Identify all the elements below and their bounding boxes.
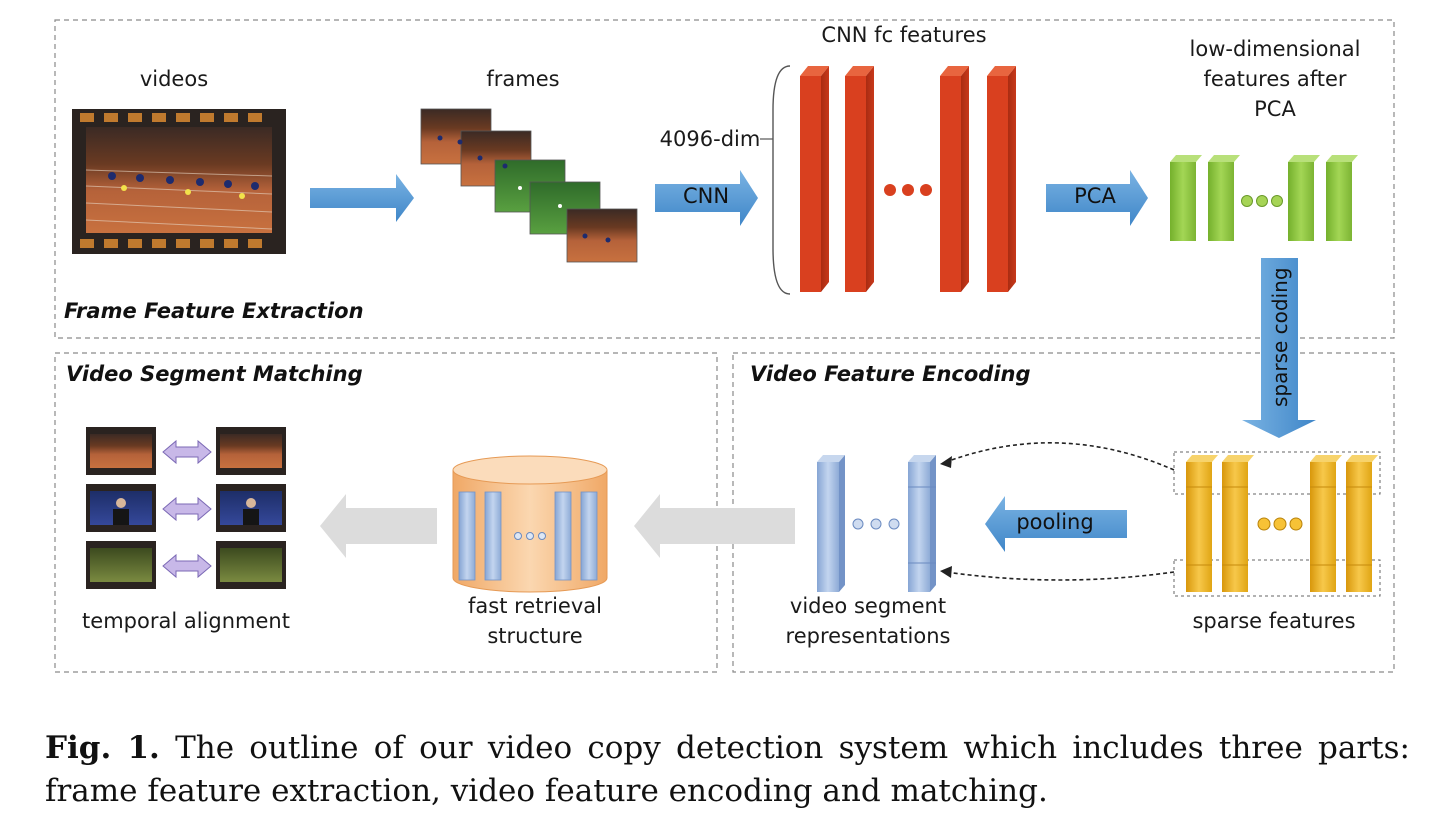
caption-prefix: Fig. 1.: [45, 730, 160, 766]
cnn-arrow: [655, 170, 758, 226]
videos-label: videos: [139, 67, 209, 91]
segment-bar-2: [908, 455, 936, 592]
cnn-fc-bar-2: [845, 66, 874, 292]
sparse-features-label: sparse features: [1192, 609, 1356, 633]
gray-arrow-encoding-to-retrieval: [634, 494, 795, 558]
dashed-arrow-top-head: [940, 456, 952, 468]
pca-arrow-label: PCA: [1074, 184, 1116, 208]
frame-extraction-box: [54, 19, 1395, 339]
pca-bar-1: [1170, 155, 1202, 241]
sparse-coding-arrow: [1242, 258, 1316, 438]
sparse-coding-arrow-label: sparse coding: [1268, 267, 1292, 407]
pooling-arrow-label: pooling: [1016, 510, 1094, 534]
low-dim-label-line1: low-dimensional: [1189, 37, 1361, 61]
low-dim-label-line3: PCA: [1254, 97, 1296, 121]
dashed-arrow-top: [945, 442, 1175, 471]
figure-caption: Fig. 1. The outline of our video copy de…: [45, 727, 1410, 813]
cnn-fc-bar-4: [987, 66, 1016, 292]
sparse-bar-4: [1346, 455, 1378, 592]
segment-matching-title: Video Segment Matching: [66, 362, 363, 386]
segment-ellipsis-dots: [852, 518, 900, 530]
cnn-fc-bar-1: [800, 66, 829, 292]
low-dim-label-line2: features after: [1203, 67, 1347, 91]
pca-ellipsis-dots: [1241, 195, 1283, 207]
frame-extraction-title: Frame Feature Extraction: [64, 299, 364, 323]
video-filmstrip-image: [72, 109, 286, 254]
frames-label: frames: [486, 67, 560, 91]
temporal-alignment-label: temporal alignment: [82, 609, 290, 633]
video-segment-label-line2: representations: [785, 624, 951, 648]
pca-bar-3: [1288, 155, 1320, 241]
alignment-pair-2: [86, 484, 286, 532]
alignment-pair-1: [86, 427, 286, 475]
sparse-bottom-dashed-box: [1173, 559, 1381, 597]
feature-encoding-title: Video Feature Encoding: [750, 362, 1031, 386]
cnn-arrow-label: CNN: [682, 184, 730, 208]
caption-text: The outline of our video copy detection …: [45, 730, 1410, 809]
dim-label: 4096-dim: [659, 127, 761, 151]
gray-arrow-retrieval-to-matching: [320, 494, 437, 558]
sparse-bar-1: [1186, 455, 1218, 592]
cnn-fc-bar-3: [940, 66, 969, 292]
sparse-ellipsis-dots: [1257, 517, 1303, 531]
pca-bar-2: [1208, 155, 1240, 241]
segment-bar-1: [817, 455, 845, 592]
sparse-top-dashed-box: [1173, 451, 1381, 495]
pca-bar-4: [1326, 155, 1358, 241]
pooling-arrow: [985, 496, 1127, 552]
frames-stack-image: [420, 108, 638, 263]
dashed-arrow-bottom-head: [940, 566, 952, 578]
dashed-arrow-bottom: [945, 571, 1175, 581]
sparse-bar-2: [1222, 455, 1254, 592]
sparse-bar-3: [1310, 455, 1342, 592]
cnn-fc-features-label: CNN fc features: [821, 23, 987, 47]
video-segment-label-line1: video segment: [789, 594, 947, 618]
fast-retrieval-label-line2: structure: [487, 624, 583, 648]
fast-retrieval-cylinder: [452, 455, 608, 593]
dim-bracket: [772, 65, 791, 295]
cnn-ellipsis-dots: [884, 184, 932, 196]
fast-retrieval-label-line1: fast retrieval: [468, 594, 602, 618]
pca-arrow: [1046, 170, 1148, 226]
arrow-videos-to-frames: [310, 174, 414, 222]
alignment-pair-3: [86, 541, 286, 589]
